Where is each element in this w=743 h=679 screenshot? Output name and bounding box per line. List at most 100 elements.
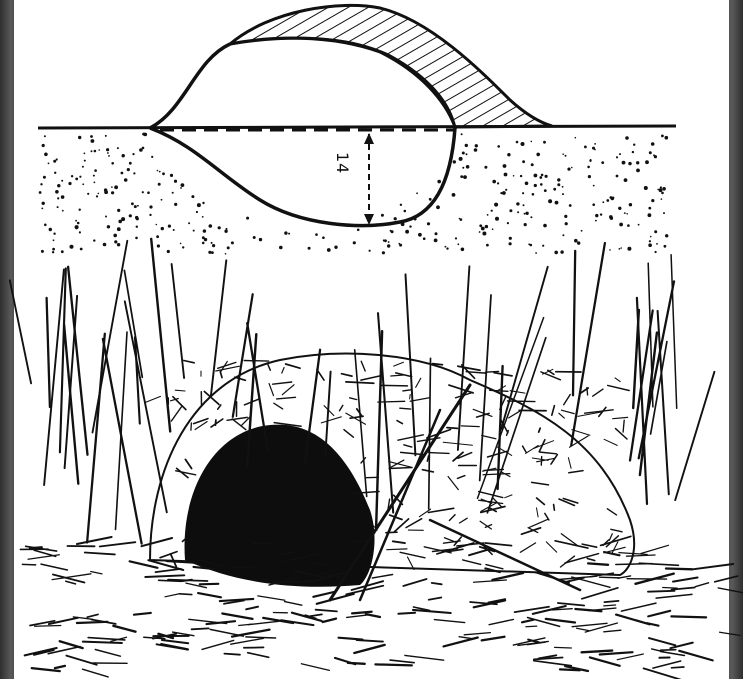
soil-dot: [54, 172, 56, 174]
stroke-mark: [35, 626, 61, 627]
soil-dot: [253, 236, 256, 239]
soil-dot: [656, 243, 658, 245]
stroke-mark: [695, 583, 708, 587]
stroke-mark: [588, 563, 608, 564]
stroke-mark: [508, 401, 535, 402]
stroke-mark: [30, 547, 42, 548]
soil-dot: [562, 153, 564, 155]
soil-dot: [629, 203, 632, 206]
soil-dot: [536, 153, 540, 157]
soil-dot: [121, 172, 124, 175]
soil-dot: [553, 188, 556, 191]
soil-dot: [616, 156, 618, 158]
soil-dot: [661, 198, 663, 200]
stroke-mark: [91, 572, 102, 574]
stroke-mark: [22, 564, 35, 565]
stroke-mark: [198, 593, 221, 597]
stroke-mark: [145, 396, 161, 402]
stroke-mark: [582, 588, 618, 599]
soil-dot: [55, 190, 59, 194]
stroke-mark: [617, 654, 643, 660]
soil-dot: [507, 222, 509, 224]
soil-dot: [91, 139, 95, 143]
soil-dot: [161, 199, 163, 201]
stroke-mark: [675, 372, 714, 500]
soil-dot: [610, 217, 613, 220]
stroke-mark: [656, 594, 692, 598]
stroke-mark: [191, 423, 192, 430]
stroke-mark: [192, 628, 209, 629]
stroke-mark: [310, 614, 322, 616]
stroke-mark: [604, 439, 617, 445]
stroke-mark: [526, 626, 537, 627]
soil-dot: [486, 244, 489, 247]
soil-dot: [53, 239, 55, 241]
soil-dot: [571, 167, 573, 169]
soil-dot: [457, 243, 459, 245]
soil-dot: [48, 163, 50, 165]
soil-dot: [197, 203, 201, 207]
soil-dot: [567, 168, 570, 171]
soil-dot: [157, 170, 159, 172]
soil-dot: [204, 238, 207, 241]
soil-dot: [41, 250, 44, 253]
soil-dot: [105, 135, 107, 137]
stroke-mark: [671, 255, 677, 408]
soil-dot: [111, 191, 114, 194]
soil-dot: [202, 242, 205, 245]
stroke-mark: [562, 410, 575, 413]
soil-dot: [121, 217, 125, 221]
soil-dot: [595, 214, 598, 217]
stroke-mark: [564, 395, 571, 405]
soil-dot: [522, 192, 524, 194]
soil-dot: [513, 175, 515, 177]
soil-dot: [151, 156, 153, 158]
soil-dot: [601, 161, 604, 164]
soil-dot: [588, 175, 591, 178]
soil-dot: [61, 195, 65, 199]
soil-dot: [663, 212, 665, 214]
soil-dot: [435, 232, 438, 235]
soil-dot: [622, 161, 626, 165]
soil-dot: [522, 160, 525, 163]
stroke-mark: [162, 640, 188, 643]
stroke-mark: [398, 613, 415, 614]
stroke-mark: [600, 652, 633, 654]
soil-dot: [129, 214, 132, 217]
soil-dot: [565, 222, 568, 225]
soil-dot: [475, 144, 478, 147]
soil-dot: [174, 180, 177, 183]
soil-dot: [158, 183, 161, 186]
soil-dot: [517, 211, 519, 213]
stroke-mark: [248, 653, 269, 658]
stroke-mark: [582, 651, 613, 653]
stroke-mark: [68, 267, 87, 455]
soil-dot: [479, 231, 481, 233]
stroke-mark: [387, 549, 407, 550]
soil-dot: [497, 182, 499, 184]
stroke-mark: [28, 555, 59, 559]
soil-dot: [665, 136, 669, 140]
soil-dot: [418, 233, 422, 237]
soil-dot: [394, 217, 397, 220]
soil-dot: [93, 239, 95, 241]
stroke-mark: [410, 395, 411, 399]
stroke-mark: [60, 641, 83, 648]
stroke-mark: [548, 370, 554, 374]
soil-dot: [628, 162, 631, 165]
soil-dot: [542, 245, 544, 247]
soil-dot: [481, 227, 485, 231]
stroke-mark: [323, 619, 336, 622]
soil-dot: [602, 201, 604, 203]
soil-dot: [521, 142, 525, 146]
soil-dot: [357, 229, 360, 232]
soil-dot: [540, 183, 543, 186]
soil-dot: [650, 236, 652, 238]
soil-dot: [122, 154, 125, 157]
soil-dot: [492, 180, 496, 184]
soil-dot: [315, 233, 318, 236]
soil-dot: [649, 240, 651, 242]
soil-dot: [98, 149, 100, 151]
stroke-mark: [615, 378, 620, 382]
stroke-mark: [648, 591, 675, 592]
